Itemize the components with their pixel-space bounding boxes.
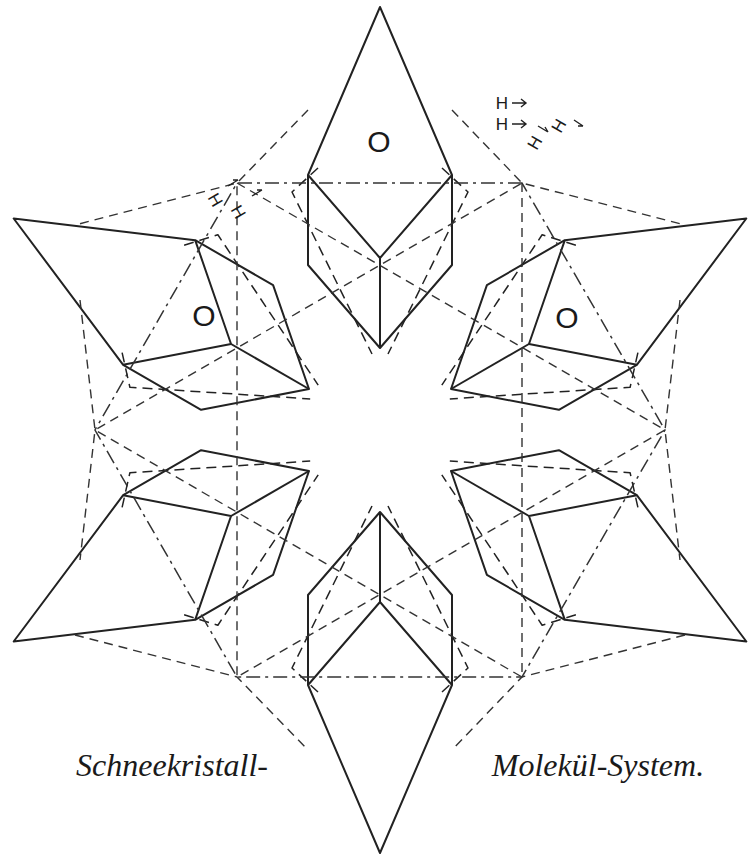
atom-label: O: [192, 301, 215, 331]
atom-label: H: [205, 190, 226, 209]
dash-dot-hexagon: [95, 183, 665, 677]
caption-text: Molekül-System.: [492, 749, 704, 781]
atom-label: O: [367, 127, 390, 157]
atom-label: H: [549, 116, 570, 135]
dashed-hexagram: [75, 110, 685, 750]
atom-label: O: [555, 303, 578, 333]
atom-label: H: [525, 133, 546, 152]
h-arrows: [228, 99, 583, 196]
caption-text: Schneekristall-: [76, 749, 268, 781]
atom-label: H: [228, 202, 249, 221]
atom-label: H: [496, 95, 508, 112]
atom-label: H: [496, 116, 508, 133]
crystal-cubes: [0, 7, 750, 853]
